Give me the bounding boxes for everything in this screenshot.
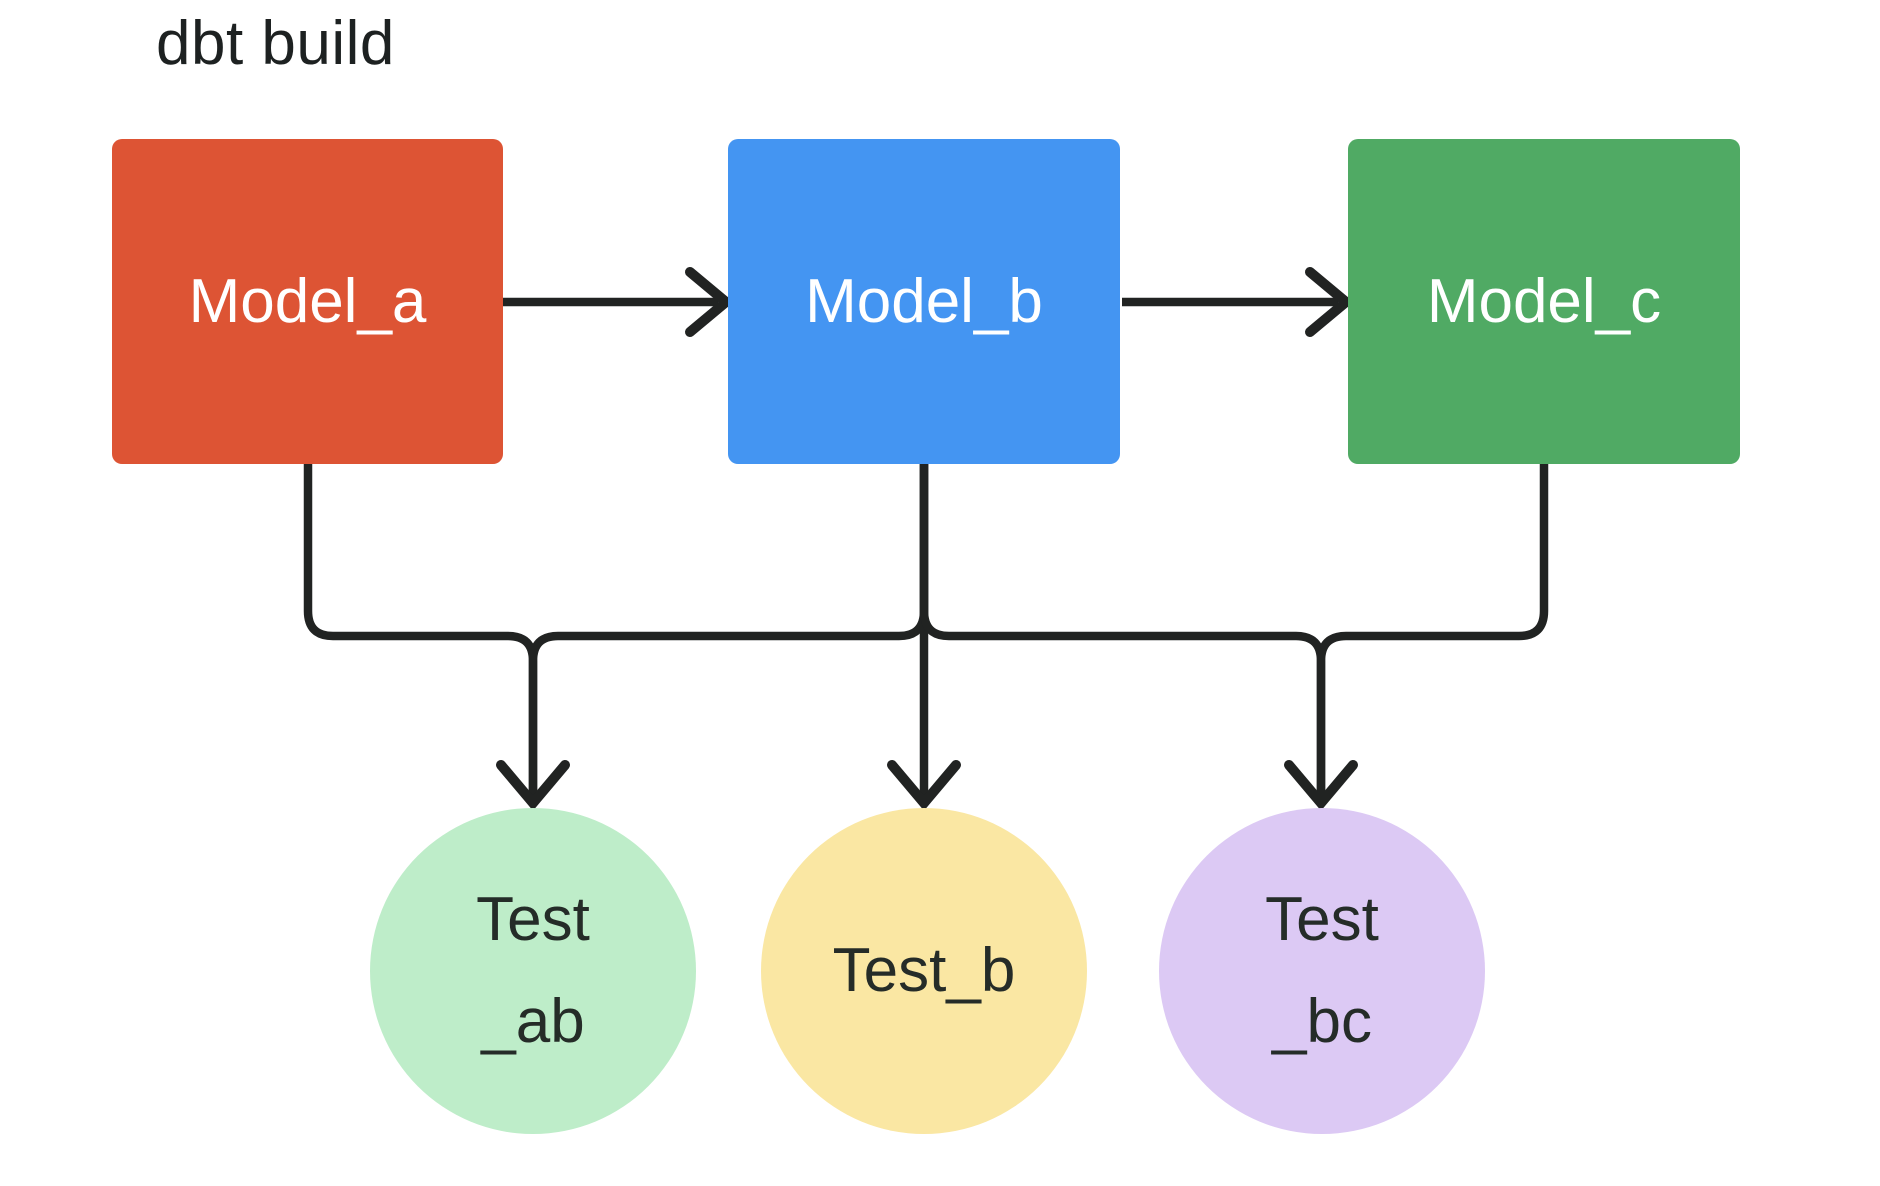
diagram-title: dbt build — [156, 9, 395, 78]
arrowhead-into-model-c — [1305, 267, 1354, 337]
arrowhead-into-model-b — [685, 267, 734, 337]
node-model-b-label: Model_b — [805, 267, 1043, 336]
node-test-ab: Test _ab — [370, 808, 696, 1134]
node-model-a: Model_a — [112, 139, 503, 464]
edge-model-b-to-test-ab — [528, 464, 929, 799]
node-test-b: Test_b — [761, 808, 1087, 1134]
node-test-bc-label-line1: Test — [1265, 885, 1379, 954]
edge-model-c-to-test-bc — [1316, 464, 1549, 799]
node-model-c-label: Model_c — [1426, 267, 1662, 336]
node-test-ab-label-line2: _ab — [481, 987, 585, 1056]
node-test-bc: Test _bc — [1159, 808, 1485, 1134]
edge-model-b-to-test-bc — [919, 464, 1326, 799]
node-test-bc-label-line2: _bc — [1272, 987, 1372, 1056]
arrowhead-into-test-bc — [1284, 760, 1358, 811]
node-test-b-label: Test_b — [832, 936, 1016, 1005]
node-model-c: Model_c — [1348, 139, 1740, 464]
node-model-b: Model_b — [728, 139, 1120, 464]
arrowhead-into-test-b — [887, 760, 961, 811]
arrowhead-into-test-ab — [496, 760, 570, 811]
node-model-a-label: Model_a — [188, 267, 427, 336]
edge-group — [303, 267, 1549, 811]
node-test-ab-label-line1: Test — [476, 885, 590, 954]
edge-model-a-to-test-ab — [303, 464, 538, 799]
